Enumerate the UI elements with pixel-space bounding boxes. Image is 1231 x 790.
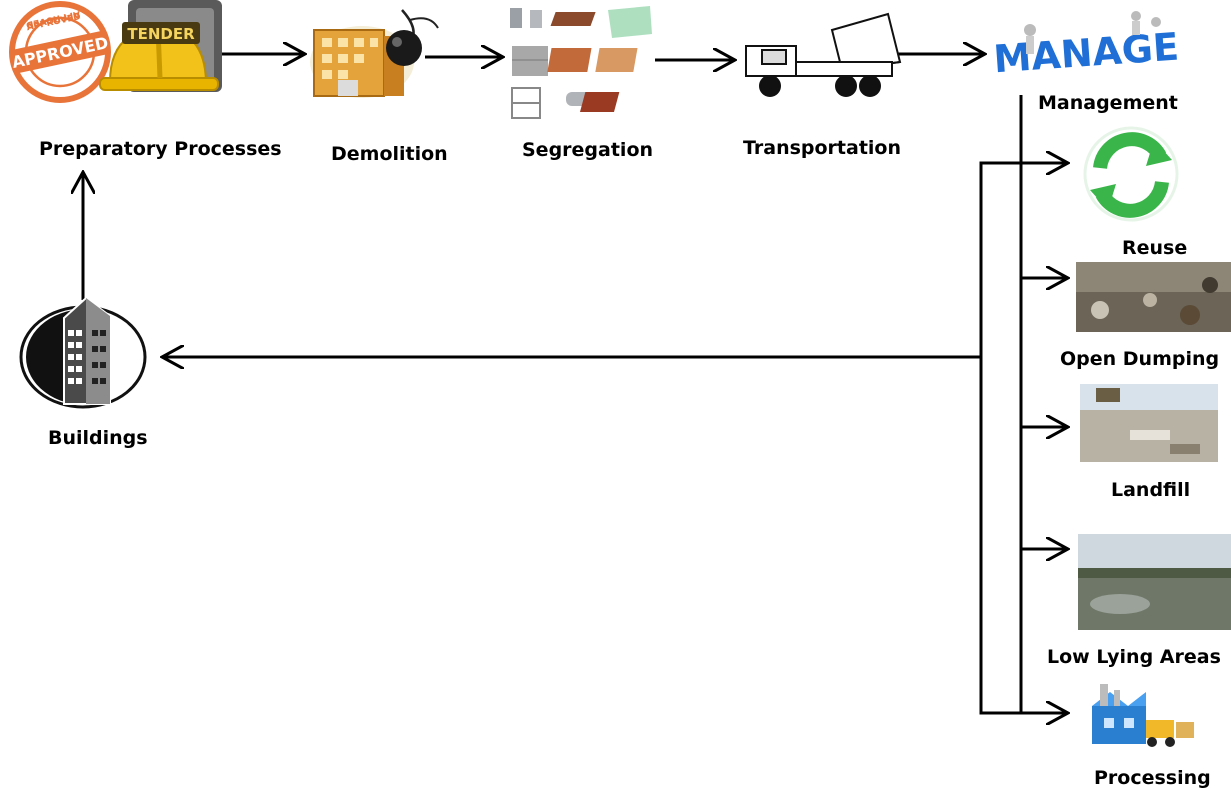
buildings-icon — [19, 296, 147, 409]
label-preparatory-processes: Preparatory Processes — [39, 138, 282, 160]
tender-sign-text: TENDER — [127, 25, 195, 43]
label-landfill: Landfill — [1111, 479, 1191, 501]
hard-hat-icon: TENDER — [99, 22, 219, 91]
processing-icon — [1092, 684, 1194, 747]
wrecking-ball-icon — [386, 30, 422, 66]
scaffold-icon — [511, 87, 541, 119]
label-segregation: Segregation — [522, 139, 654, 161]
blocks-icon — [512, 46, 548, 76]
label-reuse: Reuse — [1122, 237, 1188, 259]
label-processing: Processing — [1094, 767, 1211, 789]
flow-arrows — [83, 54, 1068, 713]
low-lying-areas-photo — [1078, 534, 1231, 630]
timber-icon — [595, 48, 638, 72]
pipes-icon — [510, 8, 542, 28]
bricks-icon — [547, 48, 592, 72]
demolition-image — [310, 9, 439, 98]
segregation-image — [510, 6, 652, 119]
label-transportation: Transportation — [743, 137, 902, 159]
label-low-lying-areas: Low Lying Areas — [1047, 646, 1221, 668]
boards-icon — [608, 6, 652, 38]
manage-word: MANAGE — [992, 25, 1180, 82]
label-demolition: Demolition — [331, 143, 448, 165]
preparatory-image: APPROVED APPROVED APPROVED TENDER — [9, 0, 222, 103]
label-buildings: Buildings — [48, 427, 148, 449]
label-management: Management — [1038, 92, 1178, 114]
dump-truck-icon — [745, 12, 902, 97]
label-open-dumping: Open Dumping — [1060, 348, 1220, 370]
landfill-photo — [1080, 384, 1218, 462]
loop-line — [979, 161, 1068, 715]
manage-icon: MANAGE — [992, 11, 1180, 81]
approved-stamp-icon: APPROVED APPROVED APPROVED — [9, 1, 111, 103]
steel-bars-icon — [550, 12, 596, 26]
recycle-icon — [1083, 126, 1179, 222]
open-dumping-photo — [1076, 262, 1231, 332]
tiles-icon — [579, 92, 620, 112]
